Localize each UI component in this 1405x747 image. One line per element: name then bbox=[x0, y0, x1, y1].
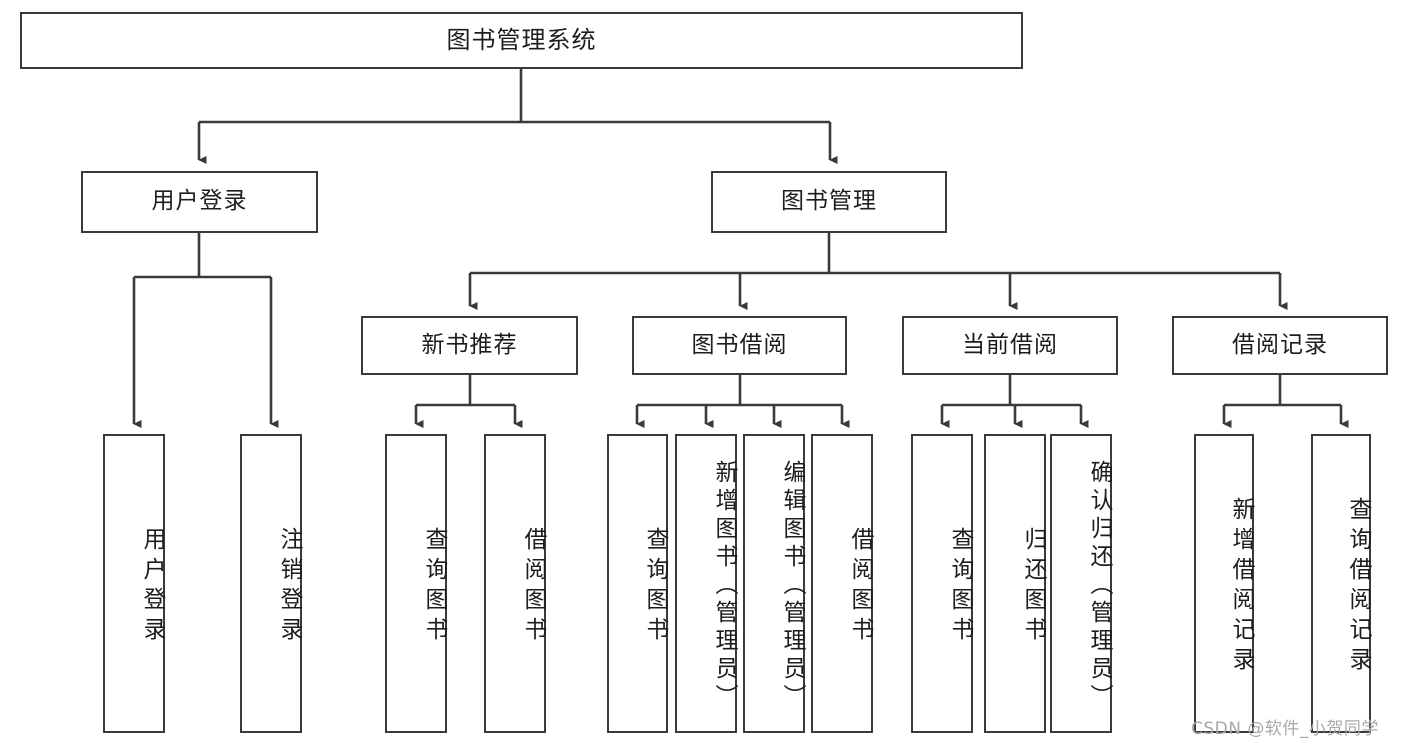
leaf-user-logout[interactable]: 注销登录 bbox=[240, 434, 302, 733]
node-book-borrow[interactable]: 图书借阅 bbox=[632, 316, 847, 375]
leaf-add-borrow-record[interactable]: 新增借阅记录 bbox=[1194, 434, 1254, 733]
leaf-query-book-recommend[interactable]: 查询图书 bbox=[385, 434, 447, 733]
node-book-manage[interactable]: 图书管理 bbox=[711, 171, 947, 233]
leaf-query-book-borrow[interactable]: 查询图书 bbox=[607, 434, 668, 733]
leaf-borrow-book[interactable]: 借阅图书 bbox=[811, 434, 873, 733]
node-borrow-record[interactable]: 借阅记录 bbox=[1172, 316, 1388, 375]
node-new-book-recommend[interactable]: 新书推荐 bbox=[361, 316, 578, 375]
leaf-confirm-return-admin[interactable]: 确认归还（管理员） bbox=[1050, 434, 1112, 733]
node-root-system[interactable]: 图书管理系统 bbox=[20, 12, 1023, 69]
leaf-edit-book-admin[interactable]: 编辑图书（管理员） bbox=[743, 434, 805, 733]
leaf-add-book-admin[interactable]: 新增图书（管理员） bbox=[675, 434, 737, 733]
leaf-query-borrow-record[interactable]: 查询借阅记录 bbox=[1311, 434, 1371, 733]
leaf-user-login[interactable]: 用户登录 bbox=[103, 434, 165, 733]
csdn-watermark: CSDN @软件_小贺同学 bbox=[1191, 719, 1379, 739]
node-user-login[interactable]: 用户登录 bbox=[81, 171, 318, 233]
node-current-borrow[interactable]: 当前借阅 bbox=[902, 316, 1118, 375]
leaf-borrow-book-recommend[interactable]: 借阅图书 bbox=[484, 434, 546, 733]
leaf-query-book-current[interactable]: 查询图书 bbox=[911, 434, 973, 733]
leaf-return-book[interactable]: 归还图书 bbox=[984, 434, 1046, 733]
